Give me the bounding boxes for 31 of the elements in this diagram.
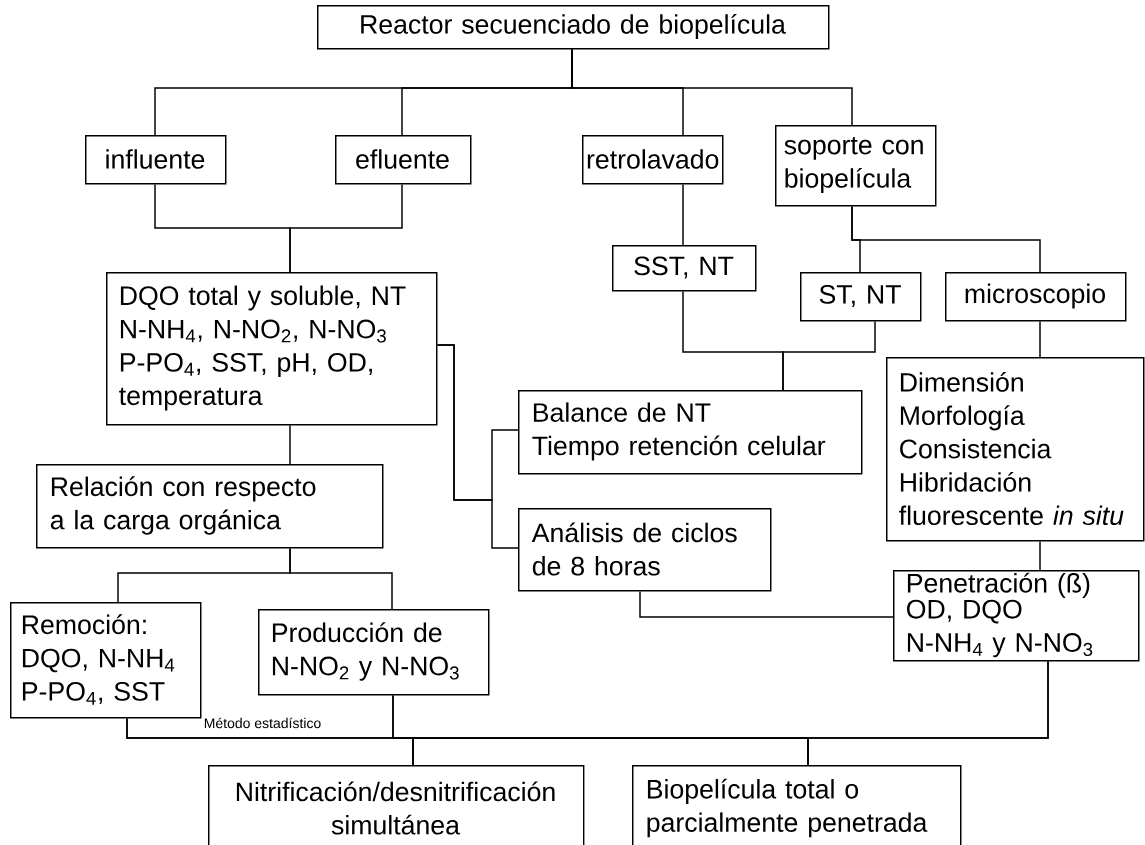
connector-line xyxy=(782,320,876,391)
process-box: Dimensión Morfología Consistencia Hibridación fluorescente in situ xyxy=(886,357,1145,542)
process-box: Penetración (ß) OD, DQO N-NH$_{4}$ y N-NO$_{3}$ xyxy=(893,570,1140,662)
connector-line xyxy=(639,590,894,618)
process-box: DQO total y soluble, NT N-NH$_{4}$, N-NO$_{2}$, N-NO$_{3}$ P-PO$_{4}$, SST, pH, OD, temperatura xyxy=(106,272,438,426)
process-box: Remoción: DQO, N-NH$_{4}$ P-PO$_{4}$, SST xyxy=(10,602,202,719)
connector-line xyxy=(807,660,1049,766)
annotation-text: Método estadístico xyxy=(204,717,321,729)
process-box: efluente xyxy=(335,135,472,185)
connector-line xyxy=(571,48,853,126)
process-box: Producción de N-NO$_{2}$ y N-NO$_{3}$ xyxy=(258,609,490,696)
process-box: soporte con biopelícula xyxy=(775,125,937,207)
process-box: Nitrificación/desnitrificación simultánea xyxy=(208,765,585,845)
connector-line xyxy=(1039,540,1041,571)
process-box: influente xyxy=(85,135,227,185)
connector-line xyxy=(289,183,403,273)
connector-line xyxy=(436,344,519,549)
process-box: Análisis de ciclos de 8 horas xyxy=(518,508,772,592)
process-box: SST, NT xyxy=(612,245,757,292)
process-box: Balance de NT Tiempo retención celular xyxy=(518,390,863,475)
process-box: Biopelícula total o parcialmente penetrada xyxy=(632,765,962,845)
connector-line xyxy=(682,183,684,246)
process-box: ST, NT xyxy=(800,272,922,322)
process-box: Relación con respecto a la carga orgánica xyxy=(36,464,384,549)
connector-line xyxy=(1039,320,1041,358)
connector-line xyxy=(289,547,393,610)
connector-line xyxy=(289,424,291,465)
process-box: microscopio xyxy=(945,272,1127,322)
process-box: retrolavado xyxy=(582,135,724,185)
connector-line xyxy=(851,205,1041,273)
process-box: Reactor secuenciado de biopelícula xyxy=(317,5,830,50)
